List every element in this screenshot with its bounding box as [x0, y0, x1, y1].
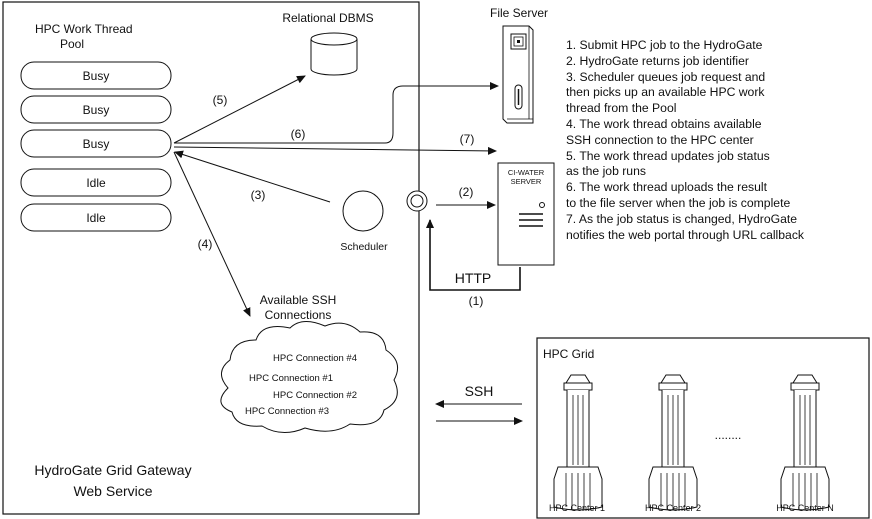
http-label: HTTP — [455, 270, 492, 286]
step-line: to the file server when the job is compl… — [566, 195, 791, 210]
ssh-connection: HPC Connection #4 — [273, 353, 357, 364]
hpc-center-ellipsis: ........ — [715, 428, 742, 442]
arrow-label-6: (6) — [291, 127, 306, 141]
thread-2: Busy — [20, 129, 172, 158]
pool-title-line1: HPC Work Thread — [35, 22, 133, 36]
endpoint-icon — [406, 190, 428, 212]
hpc-center-icon — [780, 374, 830, 511]
thread-status: Busy — [83, 69, 110, 83]
thread-3: Idle — [20, 168, 172, 197]
step-line: 5. The work thread updates job status — [566, 148, 770, 163]
ssh-pool-label-line1: Available SSH — [260, 293, 337, 307]
step-line: 2. HydroGate returns job identifier — [566, 53, 749, 68]
step-line: 1. Submit HPC job to the HydroGate — [566, 38, 763, 52]
gateway-title-line2: Web Service — [73, 483, 152, 499]
step-line: thread from the Pool — [566, 101, 677, 116]
arrow-1 — [426, 219, 521, 291]
gateway-boundary — [2, 1, 420, 515]
ssh-connection: HPC Connection #2 — [273, 390, 357, 401]
hpc-center-label: HPC Center N — [776, 503, 834, 513]
pool-title-line2: Pool — [60, 37, 84, 51]
arrow-label-5: (5) — [213, 93, 228, 107]
cloud-icon — [220, 321, 399, 433]
database-icon — [310, 32, 358, 76]
thread-1: Busy — [20, 95, 172, 124]
thread-0: Busy — [20, 61, 172, 90]
step-line: notifies the web portal through URL call… — [566, 227, 805, 242]
gateway-title-line1: HydroGate Grid Gateway — [34, 462, 191, 478]
hpc-grid-title: HPC Grid — [543, 347, 594, 361]
scheduler-label: Scheduler — [340, 241, 388, 253]
step-line: as the job runs — [566, 164, 646, 179]
steps-list: 1. Submit HPC job to the HydroGate 2. Hy… — [566, 38, 804, 243]
scheduler-icon — [342, 190, 384, 232]
step-line: 7. As the job status is changed, HydroGa… — [566, 211, 798, 226]
arrow-3 — [174, 150, 331, 203]
thread-status: Idle — [86, 211, 106, 225]
thread-status: Busy — [83, 103, 110, 117]
step-line: 6. The work thread uploads the result — [566, 180, 767, 195]
ssh-connection: HPC Connection #1 — [249, 373, 333, 384]
ssh-label: SSH — [465, 383, 494, 399]
ssh-pool-label-line2: Connections — [265, 308, 332, 322]
arrow-label-2: (2) — [459, 185, 474, 199]
file-server-label: File Server — [490, 6, 548, 20]
arrow-6 — [174, 82, 499, 144]
step-line: 3. Scheduler queues job request and — [566, 69, 766, 84]
step-line: SSH connection to the HPC center — [566, 132, 754, 147]
arrow-4 — [173, 151, 251, 317]
arrow-7 — [173, 146, 497, 155]
file-server-icon — [502, 25, 534, 124]
arrow-label-1: (1) — [469, 294, 484, 308]
ci-server-label-line1: CI-WATER — [508, 168, 545, 177]
hpc-center-label: HPC Center 1 — [549, 503, 605, 513]
step-line: then picks up an available HPC work — [566, 85, 765, 100]
thread-status: Busy — [83, 137, 110, 151]
arrow-5 — [173, 75, 306, 144]
dbms-label: Relational DBMS — [282, 11, 373, 25]
ssh-connection: HPC Connection #3 — [245, 406, 329, 417]
thread-4: Idle — [20, 203, 172, 232]
hpc-center-icon — [553, 374, 603, 511]
arrow-label-3: (3) — [251, 188, 266, 202]
arrow-label-4: (4) — [198, 237, 213, 251]
hpc-center-label: HPC Center 2 — [645, 503, 701, 513]
hpc-center-icon — [648, 374, 698, 511]
arrow-label-7: (7) — [460, 132, 475, 146]
thread-status: Idle — [86, 176, 106, 190]
hpc-grid-box — [536, 337, 870, 519]
ci-water-server-icon: CI-WATER SERVER — [497, 162, 555, 266]
ci-server-label-line2: SERVER — [511, 177, 542, 186]
step-line: 4. The work thread obtains available — [566, 116, 762, 131]
